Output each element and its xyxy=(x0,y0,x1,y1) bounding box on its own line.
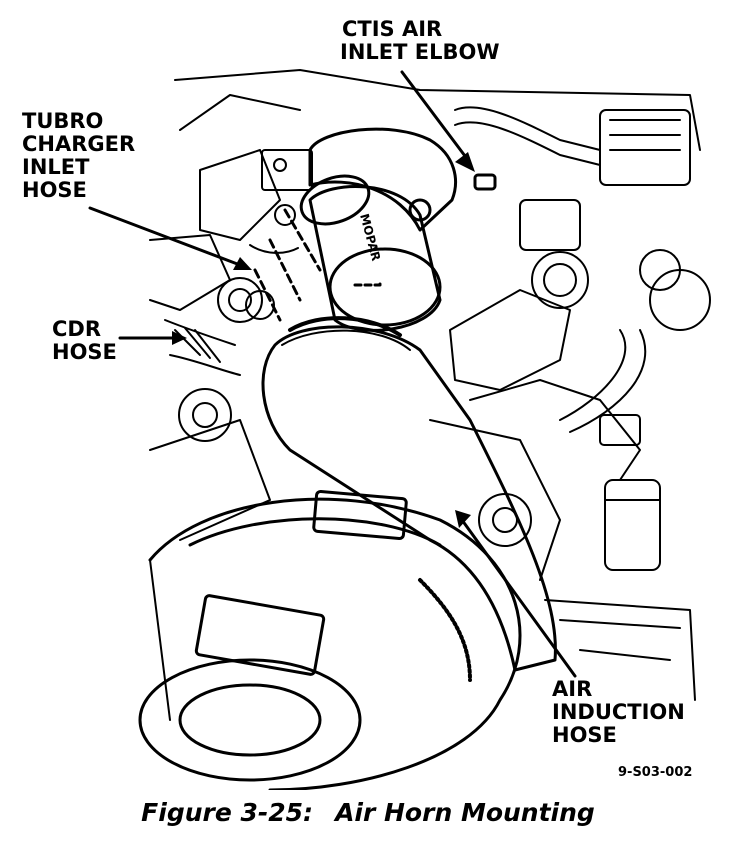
turbo-inlet-connection xyxy=(245,149,313,320)
cdr-hose-label: CDR HOSE xyxy=(52,318,117,364)
air-induction-leader-line xyxy=(460,518,577,678)
arrowheads xyxy=(172,152,475,528)
engine-bay-illustration: MOPAR xyxy=(88,69,711,790)
leader-arrows xyxy=(88,70,577,678)
air-induction-hose-label: AIR INDUCTION HOSE xyxy=(552,678,685,747)
turbo-label-line-4: HOSE xyxy=(22,178,87,202)
ctis-label-line-2: INLET ELBOW xyxy=(340,40,500,64)
figure-code: 9-S03-002 xyxy=(618,765,693,780)
turbo-label-line-1: TUBRO xyxy=(22,109,104,133)
air-horn xyxy=(253,185,442,332)
turbocharger-inlet-hose-label: TUBRO CHARGER INLET HOSE xyxy=(22,110,135,202)
ctis-leader-line xyxy=(400,70,470,162)
air-induction-label-line-2: INDUCTION xyxy=(552,700,685,724)
ctis-air-inlet-elbow-label: CTIS AIR INLET ELBOW xyxy=(340,18,500,64)
cdr-label-line-2: HOSE xyxy=(52,340,117,364)
turbo-label-line-2: CHARGER xyxy=(22,132,136,156)
ctis-label-line-1: CTIS AIR xyxy=(342,17,443,41)
turbo-leader-line xyxy=(88,206,242,267)
air-induction-label-line-3: HOSE xyxy=(552,723,617,747)
engine-bay-frame xyxy=(149,69,701,721)
air-induction-label-line-1: AIR xyxy=(552,677,593,701)
cdr-label-line-1: CDR xyxy=(52,317,102,341)
turbo-label-line-3: INLET xyxy=(22,155,90,179)
engine-components xyxy=(164,106,711,581)
figure-number: Figure 3-25: xyxy=(141,798,314,827)
air-cleaner-housing xyxy=(138,489,522,790)
ctis-air-inlet-elbow xyxy=(299,127,497,232)
figure-caption: Figure 3-25: Air Horn Mounting xyxy=(0,798,736,827)
figure-title: Air Horn Mounting xyxy=(335,798,595,827)
hose-marking: MOPAR xyxy=(357,212,383,262)
